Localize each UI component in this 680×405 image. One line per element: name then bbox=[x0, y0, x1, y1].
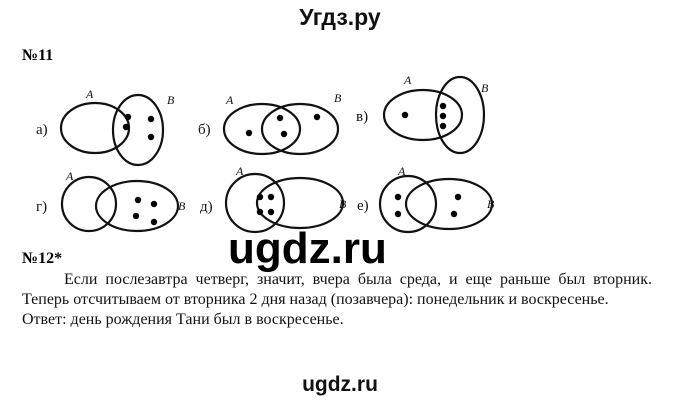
task-12-solution: Если послезавтра четверг, значит, вчера … bbox=[22, 270, 652, 330]
element-dots bbox=[245, 113, 321, 138]
set-b-ellipse bbox=[111, 93, 165, 167]
set-a-label: A bbox=[397, 164, 406, 178]
diagram-label: г) bbox=[36, 199, 47, 215]
set-a-ellipse bbox=[222, 102, 302, 156]
set-a-label: A bbox=[65, 169, 74, 183]
set-b-label: B bbox=[481, 81, 489, 95]
diagram-label: д) bbox=[200, 199, 213, 215]
set-a-circle bbox=[378, 174, 438, 234]
site-title: Угдз.ру bbox=[299, 4, 381, 30]
task-11-number: №11 bbox=[22, 47, 54, 64]
set-a-ellipse bbox=[382, 88, 464, 142]
watermark-footer: ugdz.ru bbox=[302, 373, 378, 396]
diagram-label: в) bbox=[356, 109, 368, 125]
set-b-label: B bbox=[487, 197, 495, 211]
set-a-label: A bbox=[235, 164, 244, 178]
venn-diagram-e: е) A B bbox=[357, 164, 495, 234]
watermark-center: ugdz.ru bbox=[228, 224, 387, 273]
set-a-circle bbox=[60, 175, 118, 233]
venn-diagrams: а) A B б) A B в) bbox=[36, 73, 495, 234]
element-dots bbox=[256, 193, 275, 216]
element-dots bbox=[122, 113, 155, 141]
set-b-ellipse bbox=[94, 179, 180, 233]
element-dots bbox=[132, 196, 158, 226]
set-b-label: B bbox=[178, 199, 186, 213]
diagram-label: е) bbox=[357, 198, 369, 214]
set-a-ellipse bbox=[59, 101, 131, 155]
set-b-label: B bbox=[334, 91, 342, 105]
set-a-circle bbox=[224, 172, 286, 234]
venn-diagram-g: г) A B bbox=[36, 169, 186, 233]
set-a-label: A bbox=[403, 73, 412, 87]
set-b-ellipse bbox=[255, 176, 345, 230]
diagram-label: а) bbox=[36, 122, 48, 138]
set-a-label: A bbox=[85, 87, 94, 101]
set-a-label: A bbox=[225, 93, 234, 107]
element-dots bbox=[394, 193, 462, 218]
set-b-label: B bbox=[167, 93, 175, 107]
set-b-ellipse bbox=[404, 177, 494, 231]
venn-diagram-a: а) A B bbox=[36, 87, 175, 167]
set-b-ellipse bbox=[434, 75, 486, 155]
task-12-number: №12* bbox=[22, 250, 63, 267]
diagram-label: б) bbox=[198, 122, 211, 138]
solution-answer: Ответ: день рождения Тани был в воскресе… bbox=[22, 311, 344, 328]
set-b-label: B bbox=[339, 197, 347, 211]
venn-diagram-b: б) A B bbox=[198, 91, 342, 156]
venn-diagram-d: д) A B bbox=[200, 164, 347, 234]
element-dots bbox=[401, 102, 447, 130]
venn-diagram-v: в) A B bbox=[356, 73, 489, 155]
solution-paragraph: Если послезавтра четверг, значит, вчера … bbox=[22, 271, 652, 308]
set-b-ellipse bbox=[260, 102, 340, 156]
